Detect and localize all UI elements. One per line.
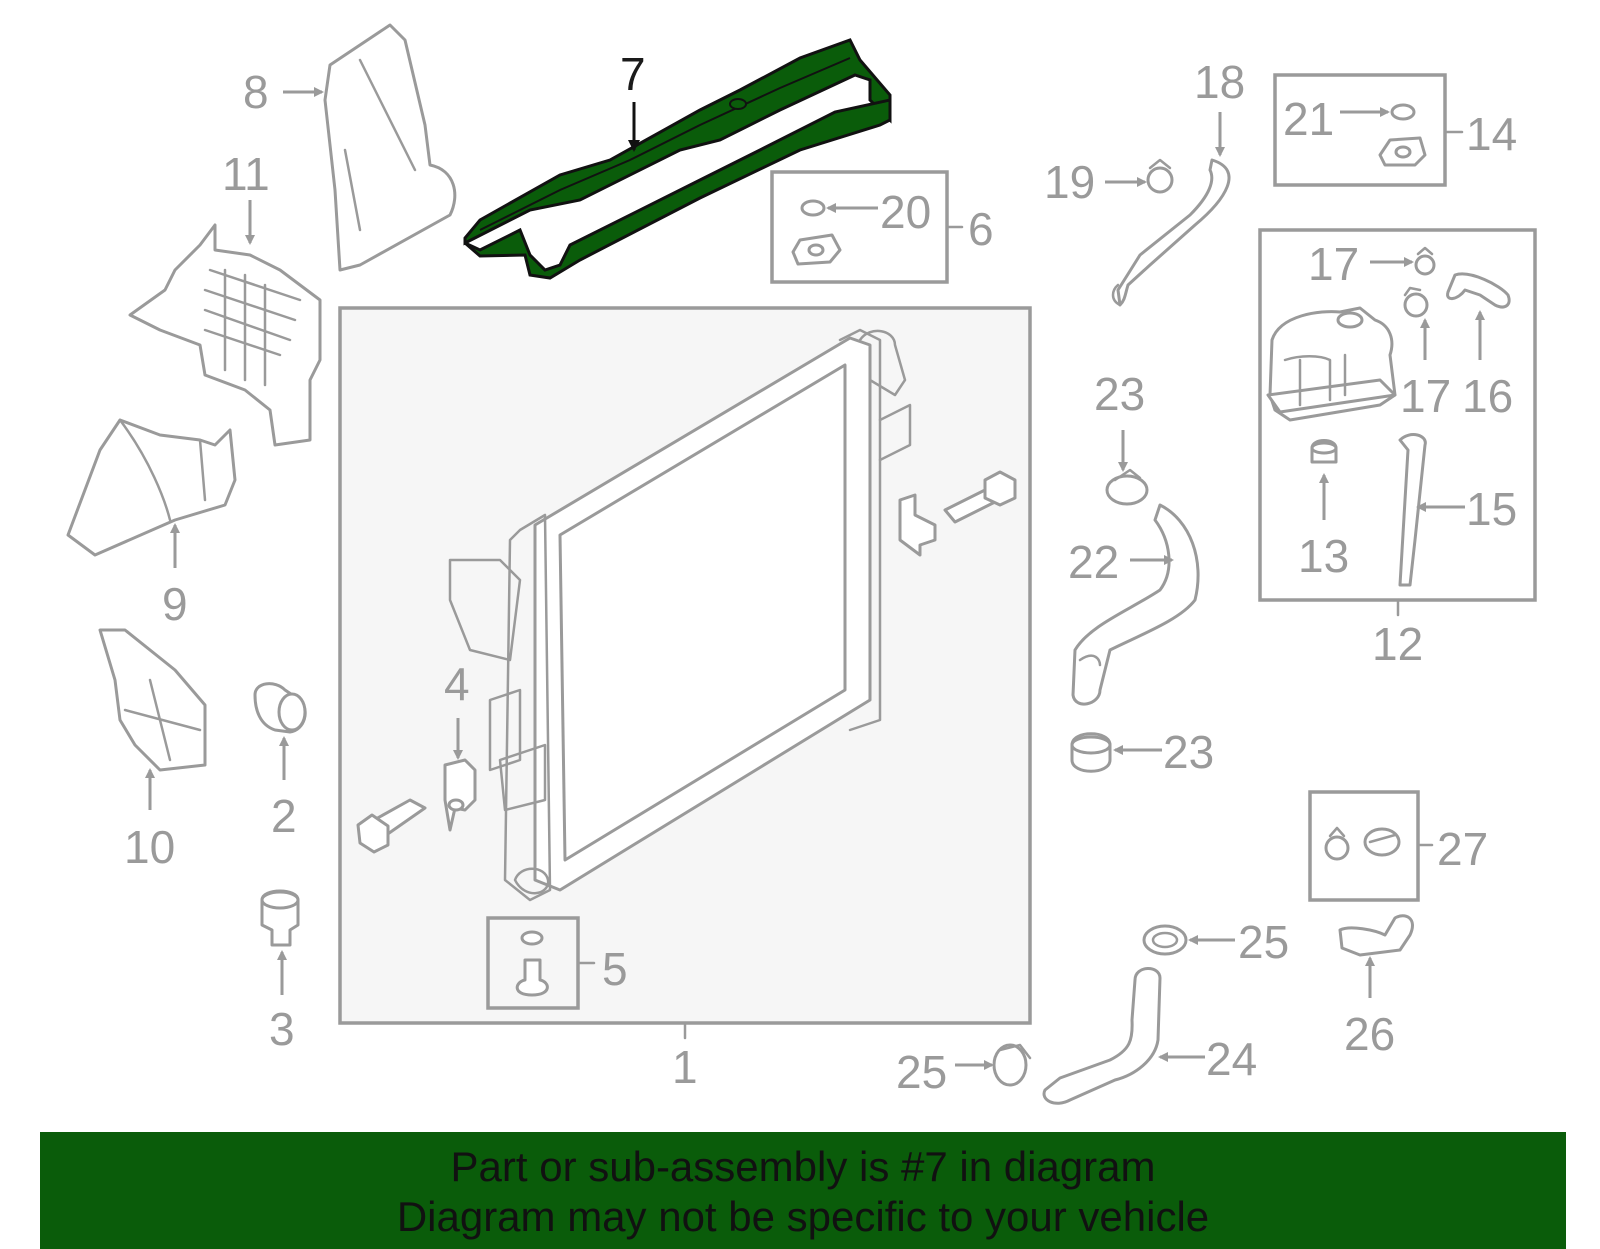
part-7-radiator-cover-highlighted[interactable] bbox=[463, 38, 892, 280]
callout-3: 3 bbox=[269, 1003, 295, 1055]
callout-8: 8 bbox=[243, 66, 269, 118]
banner-line-1: Part or sub-assembly is #7 in diagram bbox=[450, 1143, 1156, 1190]
callout-10: 10 bbox=[124, 821, 175, 873]
part-17-clamp-lower bbox=[1403, 286, 1429, 318]
callout-5: 5 bbox=[602, 943, 628, 995]
callout-24: 24 bbox=[1206, 1033, 1257, 1085]
callout-19: 19 bbox=[1044, 156, 1095, 208]
part-26-hose bbox=[1338, 914, 1414, 957]
callout-9: 9 bbox=[162, 578, 188, 630]
part-10-lower-guide bbox=[98, 628, 207, 772]
callout-25b: 25 bbox=[896, 1046, 947, 1098]
part-22-hose bbox=[1071, 503, 1200, 706]
callout-13: 13 bbox=[1298, 530, 1349, 582]
part-19-clamp bbox=[1146, 158, 1174, 194]
callout-2: 2 bbox=[271, 790, 297, 842]
callout-20: 20 bbox=[880, 186, 931, 238]
part-8-deflector bbox=[323, 23, 457, 272]
callout-12: 12 bbox=[1372, 618, 1423, 670]
callout-7: 7 bbox=[620, 48, 646, 100]
callout-22: 22 bbox=[1068, 536, 1119, 588]
callout-11: 11 bbox=[222, 148, 270, 200]
radiator bbox=[448, 328, 912, 902]
callout-4: 4 bbox=[444, 658, 470, 710]
part-3-mount bbox=[260, 889, 300, 947]
callout-6: 6 bbox=[968, 203, 994, 255]
callout-21: 21 bbox=[1283, 93, 1334, 145]
callout-23b: 23 bbox=[1163, 726, 1214, 778]
part-17-clamp-top bbox=[1414, 246, 1436, 276]
bracket-right bbox=[898, 493, 937, 557]
callout-16: 16 bbox=[1462, 370, 1513, 422]
part-25-clamp-upper bbox=[1142, 924, 1188, 956]
callout-17b: 17 bbox=[1400, 370, 1451, 422]
info-banner: Part or sub-assembly is #7 in diagram Di… bbox=[40, 1132, 1566, 1249]
banner-line-2: Diagram may not be specific to your vehi… bbox=[396, 1193, 1210, 1240]
part-14-box bbox=[1273, 73, 1447, 187]
part-16-hose bbox=[1446, 272, 1511, 309]
callout-1: 1 bbox=[672, 1041, 698, 1093]
part-27-clamps bbox=[1324, 826, 1401, 861]
part-23-ring-lower bbox=[1070, 732, 1112, 773]
callout-18: 18 bbox=[1194, 56, 1245, 108]
part-25-clamp-lower bbox=[992, 1043, 1032, 1087]
part-24-hose bbox=[1042, 967, 1162, 1105]
callout-27: 27 bbox=[1437, 823, 1488, 875]
part-15-hose bbox=[1398, 433, 1427, 587]
bolt-left bbox=[356, 798, 427, 854]
part-4-bracket bbox=[443, 758, 477, 832]
callout-17a: 17 bbox=[1308, 238, 1359, 290]
part-9-air-guide bbox=[66, 418, 237, 557]
callout-14: 14 bbox=[1466, 108, 1517, 160]
callout-25a: 25 bbox=[1238, 916, 1289, 968]
bolt-right bbox=[943, 470, 1017, 524]
part-2-bushing bbox=[253, 682, 307, 734]
part-18-hose bbox=[1116, 158, 1231, 307]
part-13-cap bbox=[1310, 439, 1338, 464]
part-23-clamp-upper bbox=[1105, 468, 1149, 506]
callout-23a: 23 bbox=[1094, 368, 1145, 420]
callout-26: 26 bbox=[1344, 1008, 1395, 1060]
part-12-reservoir bbox=[1266, 306, 1397, 422]
callout-15: 15 bbox=[1466, 483, 1517, 535]
